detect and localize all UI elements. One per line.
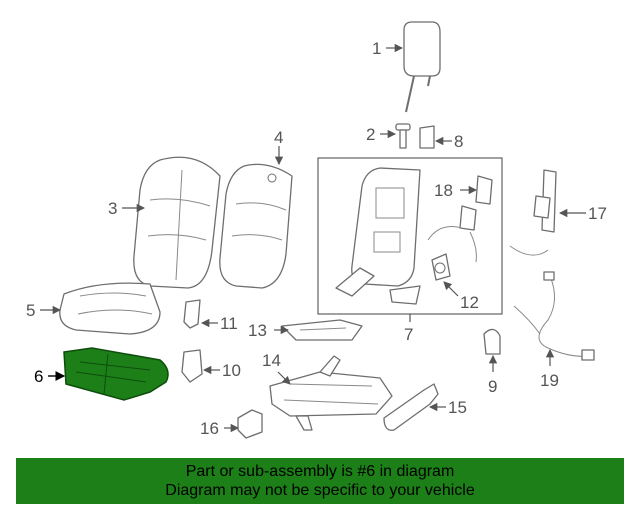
side-shield-part	[181, 349, 203, 383]
seat-back-frame-part	[335, 167, 421, 305]
callout-1: 1	[372, 39, 381, 58]
callout-16: 16	[200, 419, 219, 438]
side-bracket-part	[183, 299, 201, 329]
callout-6: 6	[34, 367, 43, 386]
callout-19: 19	[540, 371, 559, 390]
headrest-guide-part	[395, 123, 411, 149]
callout-14: 14	[262, 351, 281, 370]
belt-retractor-part	[509, 169, 557, 256]
headrest-part	[403, 21, 441, 113]
callout-3: 3	[108, 199, 117, 218]
callout-13: 13	[248, 321, 267, 340]
callout-4: 4	[274, 128, 283, 147]
seat-parts-diagram: 1 2 8 3 4	[26, 21, 607, 439]
seat-back-pad-part	[219, 163, 293, 289]
cushion-bracket-part	[281, 319, 363, 341]
seat-cushion-cover-part	[59, 282, 161, 335]
actuator-part	[431, 253, 451, 281]
wire-harness-part	[513, 271, 595, 361]
callout-10: 10	[222, 361, 241, 380]
callout-12: 12	[460, 293, 479, 312]
rail-cover-part	[383, 383, 439, 431]
seat-back-cover-part	[133, 156, 221, 289]
banner-line-1: Part or sub-assembly is #6 in diagram	[185, 463, 455, 480]
banner-line-2: Diagram may not be specific to your vehi…	[165, 482, 475, 499]
cap-part	[483, 328, 501, 355]
guide-cap-part	[419, 125, 435, 149]
callout-18: 18	[434, 181, 453, 200]
callout-9: 9	[488, 377, 497, 396]
callout-17: 17	[588, 204, 607, 223]
seat-frame-part	[269, 355, 393, 431]
callout-2: 2	[366, 125, 375, 144]
callout-11: 11	[220, 314, 238, 333]
callout-15: 15	[448, 398, 467, 417]
seat-cushion-pad-part-highlighted[interactable]	[63, 347, 169, 401]
info-banner: Part or sub-assembly is #6 in diagram Di…	[16, 458, 624, 504]
callout-5: 5	[26, 301, 35, 320]
latch-cover-part	[237, 409, 263, 439]
callout-8: 8	[454, 132, 463, 151]
callout-7: 7	[404, 325, 413, 344]
